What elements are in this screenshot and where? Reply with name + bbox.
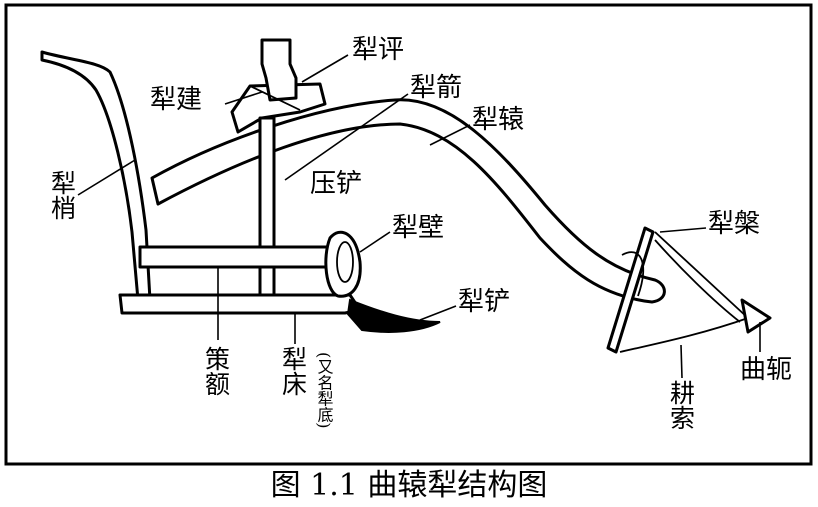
label-li-chuang: 犁床 [279,346,308,396]
label-li-ping: 犁评 [352,35,404,65]
label-li-shao: 犁梢 [48,170,77,220]
figure-caption: 图 1.1 曲辕犁结构图 [270,468,548,503]
plow-wedge-post [260,38,298,102]
plow-crossbar [138,245,342,269]
label-ya-chan: 压铲 [310,169,362,199]
diagram-frame [4,3,813,466]
plow-share [346,298,441,333]
plow-beam [150,98,666,304]
plow-swivel-ring [621,251,645,297]
leader-lines [77,54,761,379]
label-li-chuang-note: (又名犁底) [315,352,334,428]
mouldboard-inner [336,241,354,283]
plow-adjuster-block [230,82,327,134]
label-geng-suo: 耕索 [667,380,696,430]
plow-arrow-post [258,116,276,302]
ploughing-rope [619,231,749,353]
plow-sole [118,293,362,315]
label-li-jian: 犁建 [150,85,202,115]
label-ce-e: 策额 [202,346,231,396]
label-li-pan: 犁槃 [708,209,760,239]
curved-yoke [740,298,772,334]
label-li-chan: 犁铲 [458,287,510,317]
label-li-bi: 犁壁 [392,213,444,243]
label-li-jian-arrow: 犁箭 [410,73,462,103]
wedge-crossbar [249,85,301,111]
label-li-yuan: 犁辕 [472,105,524,135]
label-qu-e: 曲轭 [740,355,792,385]
